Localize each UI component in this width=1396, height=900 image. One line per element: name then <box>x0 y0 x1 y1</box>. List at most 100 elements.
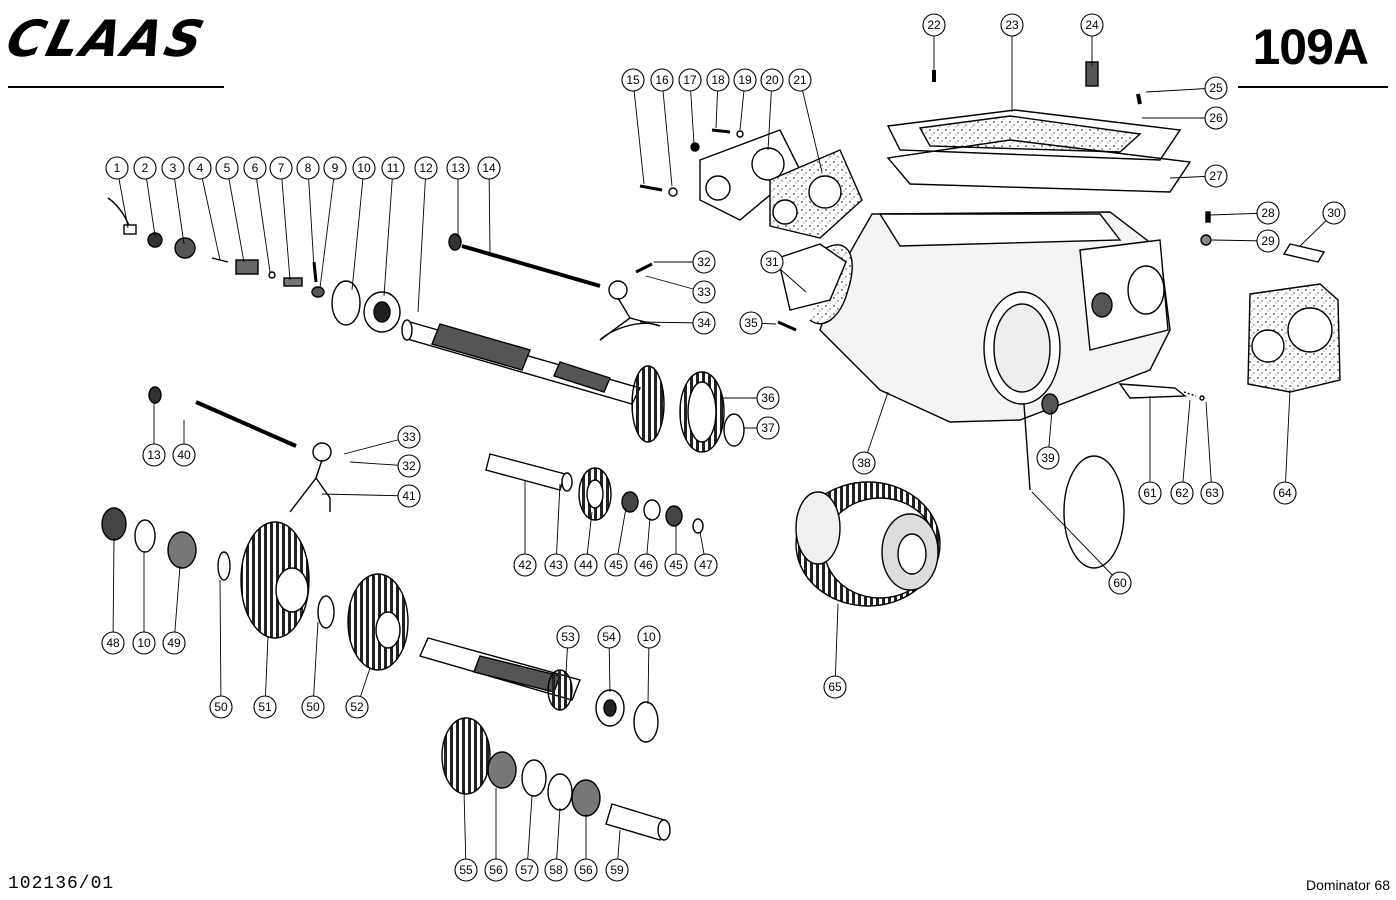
callout-label: 65 <box>828 680 842 694</box>
callout-38: 38 <box>852 451 876 475</box>
countershaft-parts-42-47 <box>485 453 704 534</box>
callout-circle <box>484 858 508 882</box>
callout-circle <box>454 858 478 882</box>
callout-65: 65 <box>823 675 847 699</box>
callout-label: 47 <box>699 558 713 572</box>
leader-line-6 <box>254 167 271 273</box>
document-number: 102136/01 <box>8 874 115 894</box>
callout-circle <box>296 156 320 180</box>
callout-circle <box>215 156 239 180</box>
callout-30: 30 <box>1322 201 1346 225</box>
callout-circle <box>760 250 784 274</box>
callout-label: 30 <box>1327 206 1341 220</box>
shift-fork-part-41 <box>289 442 332 513</box>
callout-circle <box>852 451 876 475</box>
callout-64: 64 <box>1273 481 1297 505</box>
callout-circle <box>397 454 421 478</box>
callout-circle <box>397 425 421 449</box>
leader-line-20 <box>767 79 773 151</box>
callout-label: 44 <box>579 558 593 572</box>
leader-line-65 <box>834 603 839 688</box>
gear-set-parts-48-52 <box>101 507 409 671</box>
callout-63: 63 <box>1200 481 1224 505</box>
callout-circle <box>132 631 156 655</box>
callout-circle <box>1080 13 1104 37</box>
top-cover-parts-22-27 <box>886 61 1192 193</box>
callout-label: 7 <box>278 161 285 175</box>
callout-17: 17 <box>678 68 702 92</box>
callout-label: 35 <box>744 316 758 330</box>
callout-label: 62 <box>1175 486 1189 500</box>
callout-circle <box>414 156 438 180</box>
leader-line-41 <box>321 493 410 497</box>
callout-62: 62 <box>1170 481 1194 505</box>
leader-line-4 <box>199 167 221 261</box>
gearbox-housing-part-38 <box>809 211 1171 423</box>
callout-23: 23 <box>1000 13 1024 37</box>
callout-circle <box>739 311 763 335</box>
callout-label: 52 <box>350 700 364 714</box>
callout-36: 36 <box>756 386 780 410</box>
callout-39: 39 <box>1036 446 1060 470</box>
callout-34: 34 <box>692 311 716 335</box>
callout-circle <box>1256 229 1280 253</box>
callout-label: 41 <box>402 489 416 503</box>
callout-circle <box>1036 446 1060 470</box>
callout-3: 3 <box>161 156 185 180</box>
callout-label: 9 <box>332 161 339 175</box>
callout-circle <box>604 553 628 577</box>
callout-label: 32 <box>402 459 416 473</box>
leader-line-21 <box>799 79 823 173</box>
callout-label: 61 <box>1143 486 1157 500</box>
callout-label: 60 <box>1113 576 1127 590</box>
leader-line-25 <box>1145 87 1217 93</box>
callout-35: 35 <box>739 311 763 335</box>
callout-circle <box>544 858 568 882</box>
callout-label: 1 <box>114 161 121 175</box>
callout-label: 28 <box>1261 206 1275 220</box>
callout-circle <box>692 311 716 335</box>
callout-label: 16 <box>655 73 669 87</box>
leader-lines <box>112 25 1335 871</box>
callout-circle <box>544 553 568 577</box>
callout-54: 54 <box>597 625 621 649</box>
callout-label: 31 <box>765 255 779 269</box>
callout-label: 20 <box>765 73 779 87</box>
callout-10: 10 <box>352 156 376 180</box>
callout-55: 55 <box>454 858 478 882</box>
callout-circle <box>323 156 347 180</box>
callout-label: 13 <box>451 161 465 175</box>
callout-31: 31 <box>760 250 784 274</box>
callout-2: 2 <box>133 156 157 180</box>
callout-60: 60 <box>1108 571 1132 595</box>
callout-29: 29 <box>1256 229 1280 253</box>
callout-56: 56 <box>574 858 598 882</box>
callout-circle <box>634 553 658 577</box>
leader-line-14 <box>488 167 491 253</box>
callout-label: 5 <box>224 161 231 175</box>
callout-circle <box>1138 481 1162 505</box>
callout-label: 11 <box>387 161 400 175</box>
callout-circle <box>692 250 716 274</box>
callout-circle <box>446 156 470 180</box>
callout-13: 13 <box>142 443 166 467</box>
callout-circle <box>243 156 267 180</box>
callout-label: 23 <box>1005 18 1019 32</box>
callout-44: 44 <box>574 553 598 577</box>
callout-label: 10 <box>357 161 371 175</box>
callout-33: 33 <box>692 280 716 304</box>
callout-circle <box>162 631 186 655</box>
callout-circle <box>477 156 501 180</box>
callout-label: 57 <box>520 863 534 877</box>
callout-16: 16 <box>650 68 674 92</box>
callout-circle <box>621 68 645 92</box>
shift-fork-part-34 <box>599 280 661 341</box>
callout-circle <box>1000 13 1024 37</box>
callout-label: 51 <box>258 700 272 714</box>
leader-line-51 <box>264 635 269 708</box>
callout-41: 41 <box>397 484 421 508</box>
callout-48: 48 <box>101 631 125 655</box>
callout-label: 64 <box>1278 486 1292 500</box>
callout-61: 61 <box>1138 481 1162 505</box>
